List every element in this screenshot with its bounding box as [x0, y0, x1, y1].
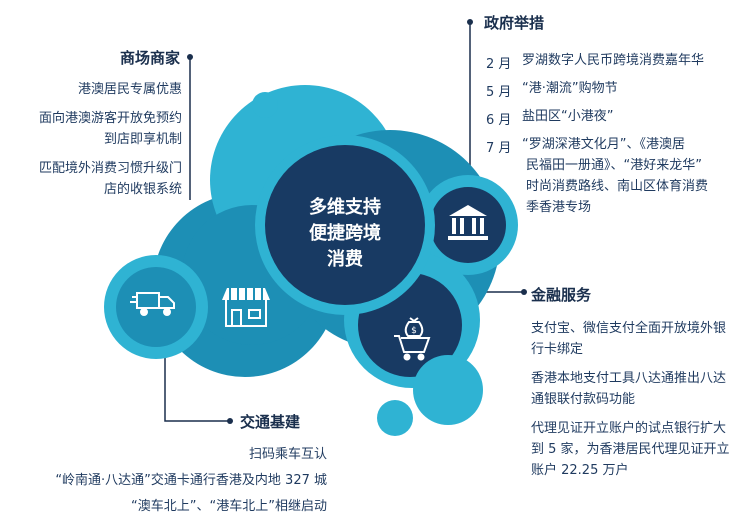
government-event-4-line-3: 时尚消费路线、南山区体育消费 [526, 179, 709, 194]
center-line-1: 多维支持 [309, 197, 381, 218]
cart-money-icon: $ [394, 317, 431, 361]
government-event-4-line-4: 季香港专场 [526, 200, 592, 215]
merchants-item-3: 到店即享机制 [103, 132, 182, 147]
finance-item-1-line-1: 支付宝、微信支付全面开放境外银 [531, 321, 727, 336]
government-event-1: 罗湖数字人民币跨境消费嘉年华 [522, 53, 705, 68]
finance-item-2-line-1: 香港本地支付工具八达通推出八达 [531, 371, 727, 386]
transport-item-2: “岭南通·八达通”交通卡通行香港及内地 327 城 [55, 473, 327, 488]
center-line-2: 便捷跨境 [309, 223, 381, 244]
bubble-bank-inner [430, 187, 506, 263]
finance-dot [521, 289, 527, 295]
truck-icon [130, 292, 175, 316]
merchants-item-1: 港澳居民专属优惠 [77, 82, 182, 97]
transport-dot [227, 418, 233, 424]
finance-item-1-line-2: 行卡绑定 [531, 342, 584, 357]
merchants-item-4: 匹配境外消费习惯升级门 [38, 161, 182, 176]
merchants-dot [187, 54, 193, 60]
finance-item-3-line-3: 账户 22.25 万户 [531, 463, 629, 478]
government-month-4: 7 月 [486, 141, 512, 156]
merchants-item-2: 面向港澳游客开放免预约 [38, 111, 182, 126]
transport-connector [164, 340, 230, 422]
government-dot [467, 19, 473, 25]
bubble-small-top [252, 92, 278, 118]
government-event-4-line-2: 民福田一册通》、“港好来龙华” [526, 158, 702, 173]
finance-item-3-line-2: 到 5 家，为香港居民代理见证开立 [531, 442, 730, 457]
bank-icon [448, 205, 488, 240]
bubble-tiny-bottom [377, 400, 413, 436]
transport-item-1: 扫码乘车互认 [248, 447, 327, 462]
transport-item-3: “澳车北上”、“港车北上”相继启动 [131, 499, 327, 514]
svg-text:$: $ [411, 326, 417, 336]
finance-title: 金融服务 [531, 286, 592, 304]
storefront-icon [222, 288, 270, 327]
transport-title: 交通基建 [240, 413, 301, 431]
bubble-small-bottom [413, 355, 483, 425]
bubble-center [265, 145, 425, 305]
government-title: 政府举措 [484, 14, 545, 32]
government-event-2: “港·潮流”购物节 [522, 81, 618, 96]
finance-item-3-line-1: 代理见证开立账户的试点银行扩大 [531, 421, 727, 436]
merchants-title: 商场商家 [119, 49, 180, 67]
government-month-3: 6 月 [486, 113, 512, 128]
government-event-4-line-1: “罗湖深港文化月”、《港澳居 [522, 137, 685, 152]
center-label: 多维支持 便捷跨境 消费 [285, 195, 405, 273]
merchants-item-5: 店的收银系统 [103, 182, 182, 197]
government-event-3: 盐田区“小港夜” [522, 109, 614, 124]
government-month-2: 5 月 [486, 85, 512, 100]
center-line-3: 消费 [327, 249, 363, 270]
finance-item-2-line-2: 通银联付款码功能 [531, 392, 636, 407]
government-month-1: 2 月 [486, 57, 512, 72]
